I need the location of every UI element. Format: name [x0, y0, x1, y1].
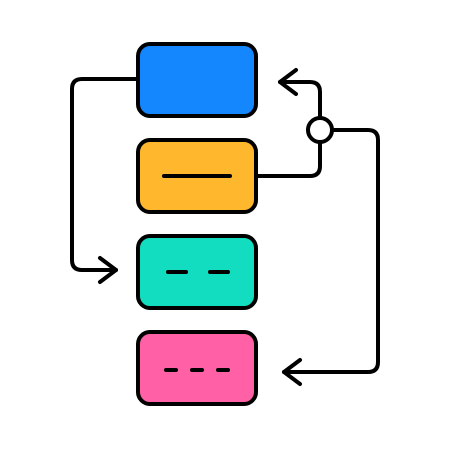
junction-circle — [306, 116, 334, 144]
arrowhead-to-node4 — [282, 358, 302, 386]
node-3-box — [136, 234, 258, 310]
arrowhead-to-node3 — [98, 256, 118, 284]
arrowhead-to-node1 — [278, 68, 298, 96]
edge-node1-to-node3 — [70, 77, 140, 272]
edge-node2-to-junction — [254, 140, 322, 178]
node-1-box — [136, 42, 258, 118]
edge-junction-to-node1 — [278, 80, 322, 120]
connectors — [70, 68, 380, 386]
edge-junction-to-node4 — [282, 128, 380, 374]
